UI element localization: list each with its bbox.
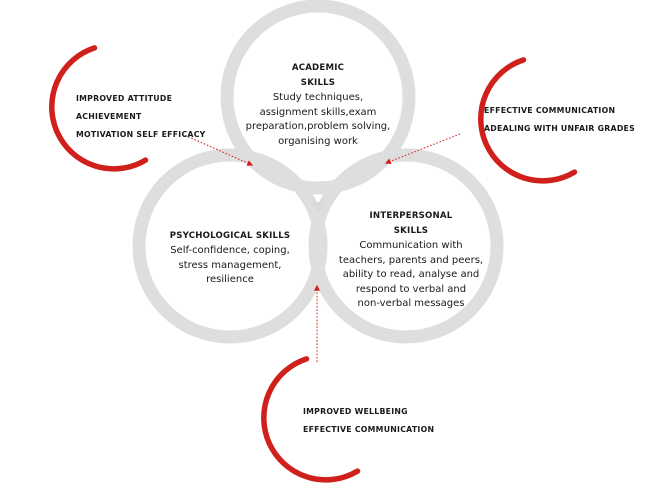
academic-skills-label: ACADEMIC SKILLS Study techniques, assign… [246, 61, 391, 149]
interpersonal-skills-body-line-5: non-verbal messages [357, 298, 465, 309]
psychological-skills-label: PSYCHOLOGICAL SKILLS Self-confidence, co… [170, 229, 291, 288]
left-outcome-line-2: ACHIEVEMENT [76, 112, 142, 121]
right-outcome-line-1: EFFECTIVE COMMUNICATION [484, 106, 616, 115]
academic-skills-body-line-3: preparation,problem solving, [245, 121, 391, 132]
bottom-outcome-line-2: EFFECTIVE COMMUNICATION [303, 425, 435, 434]
left-outcome-arrow [181, 133, 254, 166]
academic-skills-body-line-4: organising work [278, 135, 358, 147]
psychological-skills-title: PSYCHOLOGICAL SKILLS [169, 231, 291, 241]
interpersonal-skills-body-line-2: teachers, parents and peers, [338, 254, 484, 266]
bottom-outcome-text: IMPROVED WELLBEING EFFECTIVE COMMUNICATI… [303, 403, 434, 439]
academic-skills-body-line-2: assignment skills,exam [259, 106, 377, 118]
psychological-skills-body-line-1: Self-confidence, coping, [170, 245, 290, 256]
bottom-outcome-line-1: IMPROVED WELLBEING [303, 407, 408, 416]
psychological-skills-body-line-2: stress management, [178, 259, 282, 271]
left-outcome-line-1: IMPROVED ATTITUDE [76, 94, 173, 103]
right-outcome-text: EFFECTIVE COMMUNICATION ADEALING WITH UN… [484, 102, 635, 138]
academic-skills-title-line-1: ACADEMIC [291, 63, 345, 73]
left-outcome-arc [49, 45, 149, 172]
left-outcome-line-3: MOTIVATION SELF EFFICACY [76, 130, 206, 139]
academic-skills-title-line-2: SKILLS [300, 78, 336, 88]
right-outcome-line-2: ADEALING WITH UNFAIR GRADES [484, 124, 635, 133]
center-triangle-icon [311, 202, 325, 212]
bottom-outcome-arc [261, 356, 361, 483]
interpersonal-skills-title-line-2: SKILLS [393, 226, 429, 236]
right-outcome-arc [478, 57, 578, 184]
academic-skills-ring [220, 0, 416, 195]
interpersonal-skills-body-line-3: ability to read, analyse and [342, 269, 480, 280]
interpersonal-skills-title-line-1: INTERPERSONAL [369, 211, 453, 221]
psychological-skills-body-line-3: resilience [206, 274, 254, 285]
academic-skills-body-line-1: Study techniques, [272, 92, 364, 103]
left-outcome-text: IMPROVED ATTITUDE ACHIEVEMENT MOTIVATION… [76, 90, 206, 144]
interpersonal-skills-label: INTERPERSONAL SKILLS Communication with … [339, 209, 483, 312]
interpersonal-skills-body-line-1: Communication with [359, 240, 463, 251]
interpersonal-skills-body-line-4: respond to verbal and [355, 283, 467, 295]
